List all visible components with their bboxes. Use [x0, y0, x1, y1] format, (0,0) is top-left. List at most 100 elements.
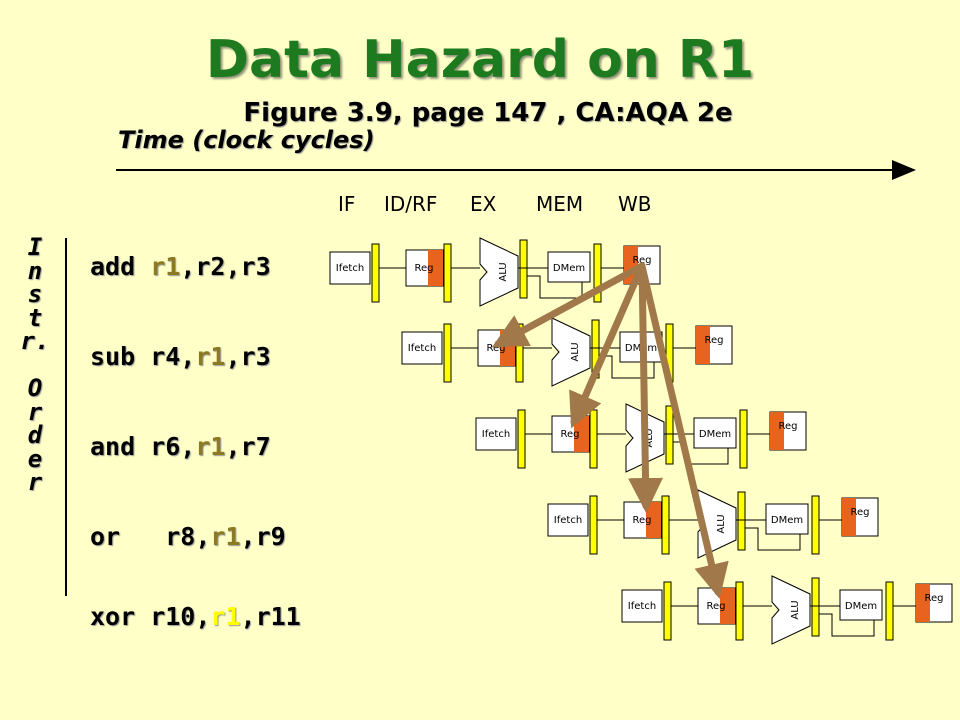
instruction-and: and r6,r1,r7 — [90, 432, 271, 461]
instr-op: or r8, — [90, 522, 211, 551]
reg-write-shade — [696, 326, 710, 364]
ifetch-label: Ifetch — [482, 429, 510, 440]
ifetch-box — [401, 331, 443, 365]
alu-unit — [771, 575, 811, 645]
data-hazard-arrow — [628, 262, 664, 513]
pipeline-latch — [661, 495, 670, 555]
instr-operands: ,r3 — [225, 342, 271, 371]
pipeline-latch — [371, 243, 380, 303]
data-hazard-arrow — [638, 262, 729, 599]
pipeline-latch — [593, 243, 602, 303]
dmem-box — [765, 503, 809, 535]
bypass-wire — [599, 355, 655, 379]
dmem-label: DMem — [771, 515, 803, 526]
ifetch-box — [621, 589, 663, 623]
dmem-label: DMem — [845, 601, 877, 612]
alu-label: ALU — [498, 262, 509, 281]
pipeline-latch — [739, 409, 748, 469]
alu-unit — [479, 237, 519, 307]
pipeline-latch — [517, 409, 526, 469]
pipeline-latch — [665, 405, 674, 465]
page-title: Data Hazard on R1 — [205, 30, 755, 90]
ifetch-box — [329, 251, 371, 285]
writeback-reg-label: Reg — [851, 507, 870, 518]
dmem-label: DMem — [553, 263, 585, 274]
ifetch-box — [547, 503, 589, 537]
reg-write-shade — [916, 584, 930, 622]
instr-op: xor r10, — [90, 602, 211, 631]
stage-header-wb: WB — [618, 192, 652, 216]
stage-header-id-rf: ID/RF — [384, 192, 438, 216]
instr-reg-r1: r1 — [195, 342, 226, 371]
instr-op: add — [90, 252, 151, 281]
instr-op: sub r4, — [90, 342, 196, 371]
time-axis-label: Time (clock cycles) — [118, 126, 375, 154]
stage-header-if: IF — [338, 192, 356, 216]
stage-header-mem: MEM — [536, 192, 584, 216]
alu-label: ALU — [716, 514, 727, 533]
dmem-label: DMem — [699, 429, 731, 440]
reg-write-shade — [770, 412, 784, 450]
alu-label: ALU — [644, 428, 655, 447]
pipeline-latch — [589, 409, 598, 469]
writeback-reg-label: Reg — [779, 421, 798, 432]
instruction-xor: xor r10,r1,r11 — [90, 602, 301, 631]
pipeline-latch — [443, 243, 452, 303]
reg-write-shade — [842, 498, 856, 536]
pipeline-latch — [735, 581, 744, 641]
instruction-sub: sub r4,r1,r3 — [90, 342, 271, 371]
alu-label: ALU — [570, 342, 581, 361]
instr-op: and r6, — [90, 432, 196, 461]
data-hazard-arrow — [569, 262, 646, 429]
writeback-reg-label: Reg — [925, 593, 944, 604]
alu-label: ALU — [790, 600, 801, 619]
writeback-reg-label: Reg — [705, 335, 724, 346]
reg-label: Reg — [487, 343, 506, 354]
bypass-wire — [745, 527, 801, 551]
reg-label: Reg — [707, 601, 726, 612]
pipeline-latch — [663, 581, 672, 641]
bypass-wire — [527, 275, 583, 299]
reg-label: Reg — [633, 515, 652, 526]
dmem-box — [693, 417, 737, 449]
instr-reg-r1: r1 — [150, 252, 181, 281]
stage-header-ex: EX — [470, 192, 497, 216]
instr-operands: ,r11 — [240, 602, 301, 631]
pipeline-latch — [519, 239, 528, 299]
ifetch-box — [475, 417, 517, 451]
pipeline-latch — [885, 581, 894, 641]
reg-read-shade — [428, 250, 443, 286]
figure-reference: Figure 3.9, page 147 , CA:AQA 2e — [243, 98, 733, 128]
writeback-reg-label: Reg — [633, 255, 652, 266]
pipeline-latch — [589, 495, 598, 555]
pipeline-latch — [811, 495, 820, 555]
reg-label: Reg — [561, 429, 580, 440]
ifetch-label: Ifetch — [408, 343, 436, 354]
instr-reg-r1: r1 — [195, 432, 226, 461]
ifetch-label: Ifetch — [628, 601, 656, 612]
alu-unit — [551, 317, 591, 387]
pipeline-latch — [737, 491, 746, 551]
data-hazard-arrow — [491, 262, 646, 348]
instruction-or: or r8,r1,r9 — [90, 522, 286, 551]
bypass-wire — [819, 613, 875, 637]
dmem-box — [547, 251, 591, 283]
reg-label: Reg — [415, 263, 434, 274]
ifetch-label: Ifetch — [554, 515, 582, 526]
instr-operands: ,r7 — [225, 432, 271, 461]
instruction-add: add r1,r2,r3 — [90, 252, 271, 281]
pipeline-latch — [811, 577, 820, 637]
instr-reg-r1: r1 — [210, 522, 241, 551]
instruction-order-label: I n s t r. O r d e r — [20, 233, 50, 496]
pipeline-latch — [443, 323, 452, 383]
instr-operands: ,r9 — [240, 522, 286, 551]
dmem-box — [839, 589, 883, 621]
instr-operands: ,r2,r3 — [180, 252, 271, 281]
ifetch-label: Ifetch — [336, 263, 364, 274]
